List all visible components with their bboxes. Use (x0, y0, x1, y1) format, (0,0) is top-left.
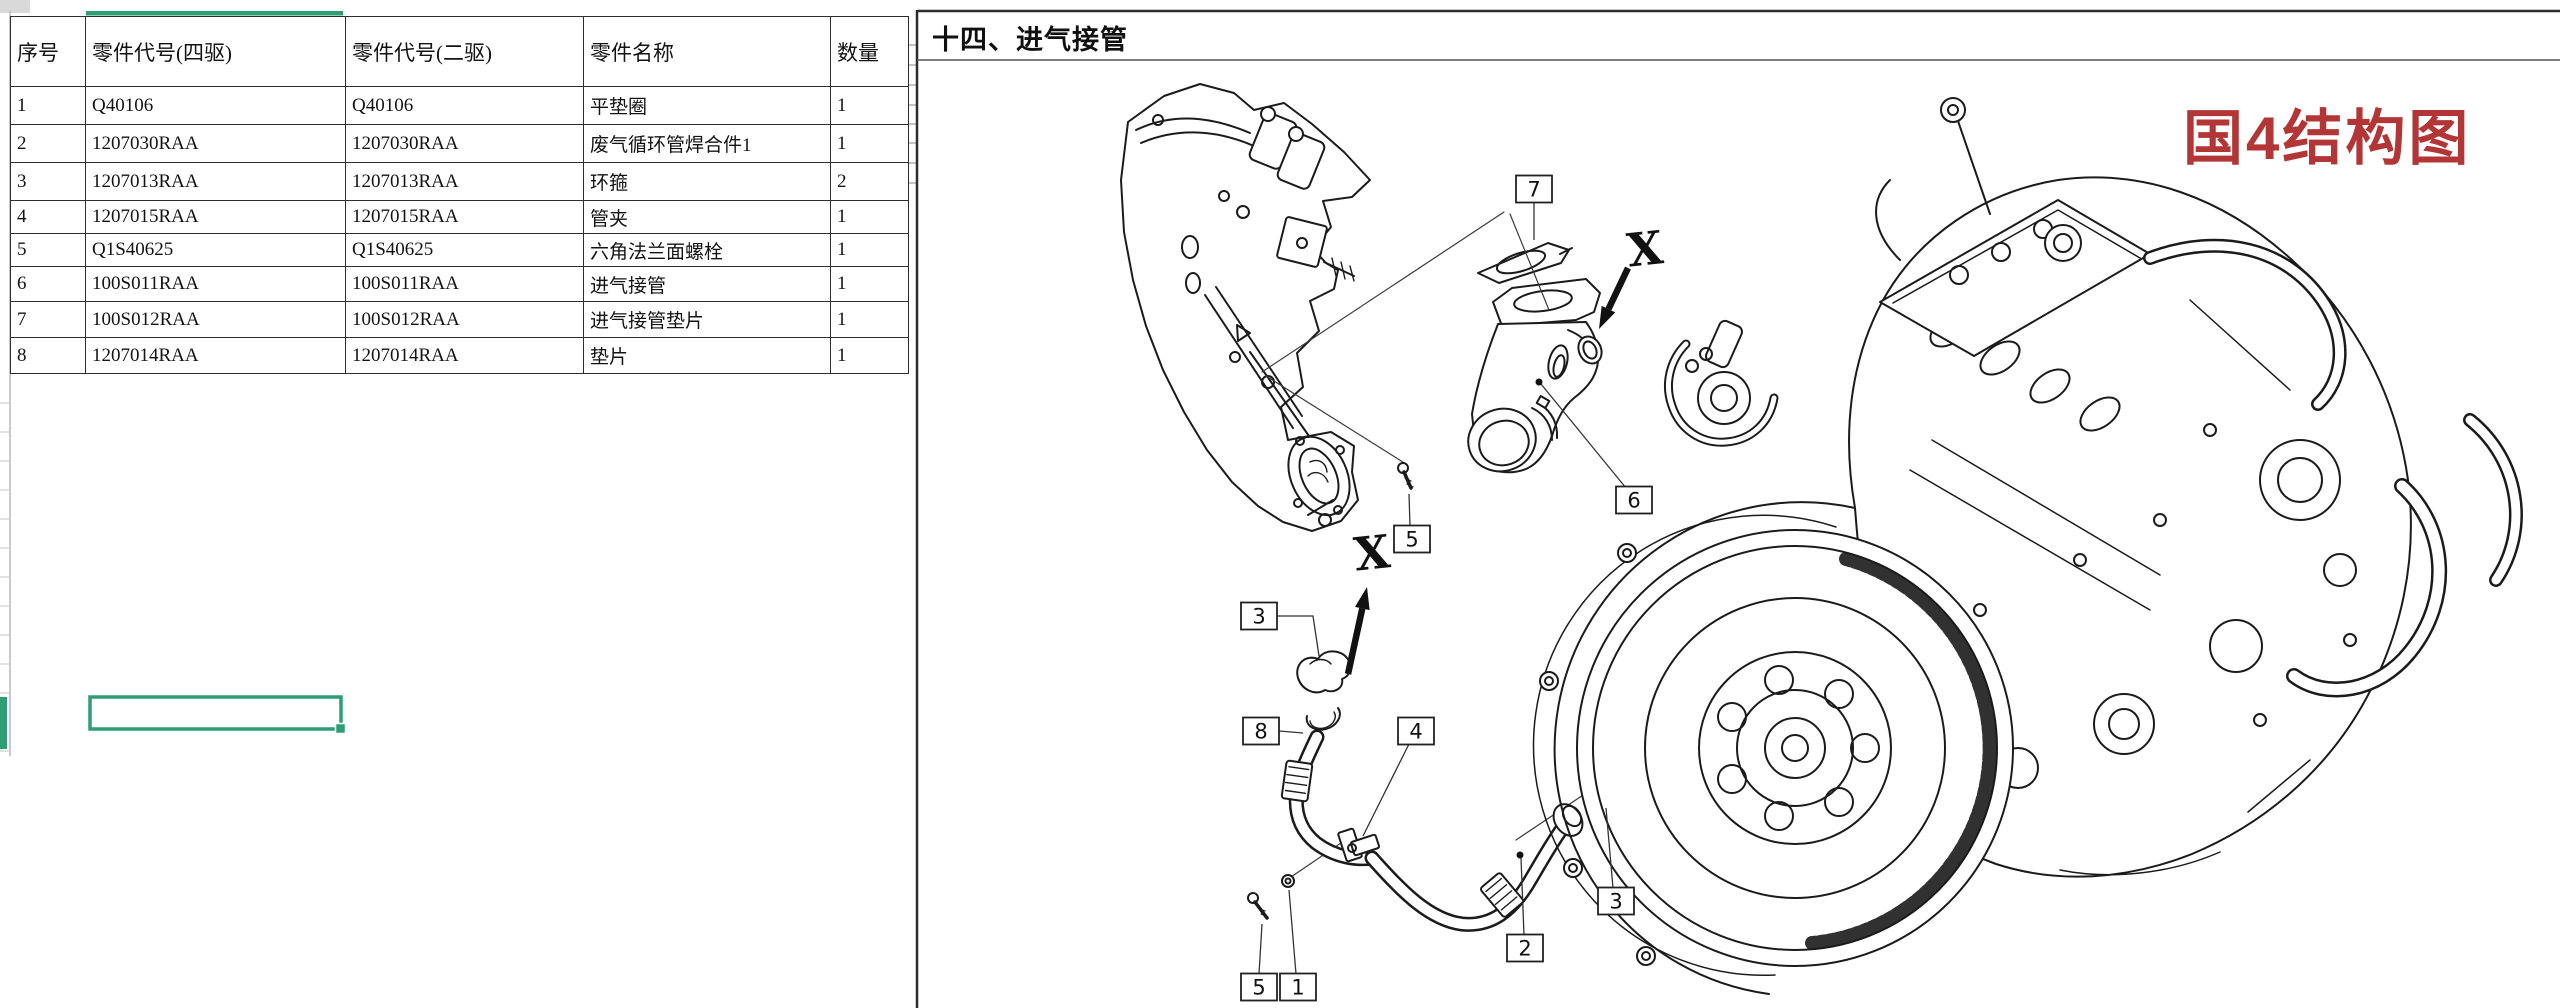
callout-2: 2 (1506, 851, 1544, 963)
cell-no: 7 (10, 301, 86, 338)
column-header-2: 零件代号(二驱) (345, 16, 584, 87)
column-header-0: 序号 (10, 16, 86, 87)
cell-code_4wd: 1207013RAA (85, 162, 346, 201)
cell-code_4wd: 1207015RAA (85, 200, 346, 234)
cell-no: 5 (10, 233, 86, 267)
cell-name: 进气接管垫片 (583, 301, 831, 338)
cell-code_2wd: 1207014RAA (345, 337, 584, 374)
cell-code_2wd: Q1S40625 (345, 233, 584, 267)
cell-code_2wd: 1207015RAA (345, 200, 584, 234)
cell-code_2wd: 100S012RAA (345, 301, 584, 338)
svg-text:X: X (1624, 220, 1665, 277)
column-highlight-bar (86, 11, 343, 16)
svg-text:3: 3 (1609, 890, 1622, 914)
engine-illustration (1532, 97, 2523, 995)
svg-text:4: 4 (1409, 720, 1422, 744)
callout-3: 3 (1597, 807, 1635, 916)
cell-name: 废气循环管焊合件1 (583, 124, 831, 163)
cell-name: 管夹 (583, 200, 831, 234)
svg-text:2: 2 (1518, 937, 1531, 961)
cell-code_4wd: 100S012RAA (85, 301, 346, 338)
cell-no: 3 (10, 162, 86, 201)
corner-cell (0, 0, 30, 13)
cell-qty: 1 (830, 233, 909, 267)
svg-text:3: 3 (1252, 605, 1265, 629)
cell-qty: 1 (830, 301, 909, 338)
svg-text:5: 5 (1405, 528, 1418, 552)
column-header-3: 零件名称 (583, 16, 831, 87)
watermark-label: 国4结构图 (2183, 105, 2472, 172)
cell-qty: 1 (830, 266, 909, 302)
cell-qty: 1 (830, 200, 909, 234)
callout-8: 8 (1242, 716, 1304, 746)
callout-5: 5 (1240, 923, 1278, 1002)
left-grid-ticks (0, 402, 10, 752)
svg-text:7: 7 (1527, 178, 1540, 202)
cell-no: 2 (10, 124, 86, 163)
section-title: 十四、进气接管 (932, 25, 1128, 55)
cell-name: 六角法兰面螺栓 (583, 233, 831, 267)
pipe-assembly-illustration (1247, 650, 1643, 932)
x-mark: X (1599, 220, 1666, 329)
cell-no: 1 (10, 86, 86, 125)
cell-code_4wd: 1207014RAA (85, 337, 346, 374)
callout-1: 1 (1279, 889, 1317, 1002)
cell-code_4wd: 100S011RAA (85, 266, 346, 302)
cell-name: 进气接管 (583, 266, 831, 302)
callout-4: 4 (1362, 716, 1435, 837)
cell-qty: 1 (830, 337, 909, 374)
cell-code_4wd: Q40106 (85, 86, 346, 125)
egr-manifold-illustration (1120, 83, 1371, 532)
parts-table-header: 序号零件代号(四驱)零件代号(二驱)零件名称数量 (10, 16, 909, 87)
cell-name: 垫片 (583, 337, 831, 374)
callout-6: 6 (1535, 378, 1653, 515)
diagram-panel-frame (915, 9, 2560, 1008)
svg-text:8: 8 (1254, 720, 1267, 744)
row-highlight-bar (0, 697, 7, 749)
callout-7: 7 (1515, 174, 1553, 240)
svg-text:6: 6 (1627, 489, 1640, 513)
selection-fill-handle[interactable] (334, 722, 347, 735)
cell-code_2wd: 100S011RAA (345, 266, 584, 302)
x-mark: X (1344, 524, 1393, 675)
cell-no: 6 (10, 266, 86, 302)
cell-name: 平垫圈 (583, 86, 831, 125)
intake-elbow-illustration (1467, 278, 1603, 474)
gasket-illustration (1477, 242, 1573, 284)
svg-text:5: 5 (1252, 976, 1265, 1000)
cell-code_2wd: Q40106 (345, 86, 584, 125)
cell-qty: 2 (830, 162, 909, 201)
cell-code_4wd: 1207030RAA (85, 124, 346, 163)
cell-qty: 1 (830, 86, 909, 125)
column-header-1: 零件代号(四驱) (85, 16, 346, 87)
column-header-4: 数量 (830, 16, 909, 87)
cell-qty: 1 (830, 124, 909, 163)
cell-no: 8 (10, 337, 86, 374)
svg-text:1: 1 (1291, 976, 1304, 1000)
selected-cell[interactable] (88, 695, 343, 731)
cell-code_2wd: 1207030RAA (345, 124, 584, 163)
cell-code_2wd: 1207013RAA (345, 162, 584, 201)
callout-3: 3 (1240, 601, 1320, 657)
cell-no: 4 (10, 200, 86, 234)
diagram-annotations: 7 6 5 3 8 4 2 3 5 1 X X (1240, 174, 1666, 1002)
flange-bolt-illustration (1397, 462, 1414, 490)
callout-5: 5 (1393, 493, 1431, 554)
right-grid-ticks (908, 44, 916, 184)
svg-text:X: X (1351, 524, 1392, 581)
cell-name: 环箍 (583, 162, 831, 201)
cell-code_4wd: Q1S40625 (85, 233, 346, 267)
